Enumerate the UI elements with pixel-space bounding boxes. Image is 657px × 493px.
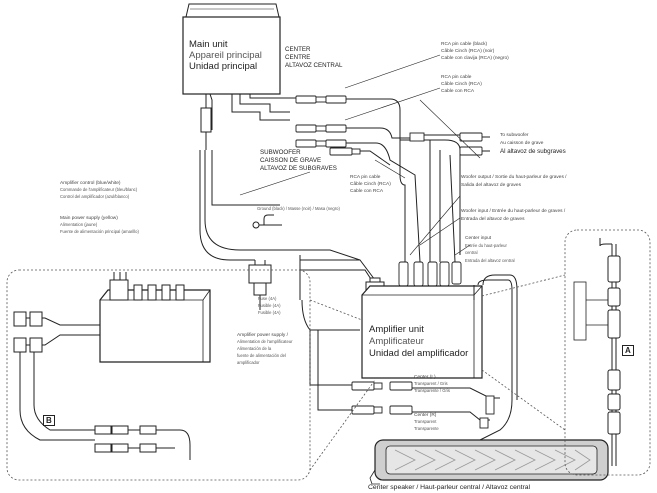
ground-label: Ground (black) / Masse (noir) / Masa (ne…: [257, 206, 340, 211]
main-unit-cables: [199, 93, 361, 261]
rca-cable-label-es: Cable con RCA: [441, 89, 475, 94]
amp-control-label-3: Control del amplificador (azul/blanco): [60, 194, 130, 199]
amp-power-label-2: Alimentation de l'amplificateur: [237, 339, 293, 344]
amp-unit-label-fr: Amplificateur: [369, 336, 424, 347]
rca-mid-label-fr: Câble Cinch (RCA): [350, 182, 391, 187]
center-input-label-4: Entrada del altavoz central: [465, 258, 515, 263]
fuse-label-2: Fusible (4A): [258, 303, 281, 308]
center-label-es: ALTAVOZ CENTRAL: [285, 62, 343, 69]
center-label-en: CENTER: [285, 46, 311, 53]
amp-power-label-1: Amplifier power supply /: [237, 333, 288, 338]
rca-cables: [346, 98, 470, 263]
rca-black-label-en: RCA pin cable (black): [441, 42, 488, 47]
amp-control-label-1: Amplifier control (blue/white): [60, 181, 121, 186]
amp-power-label-3: Alimentación de la: [237, 346, 272, 351]
fuse-label-1: Fuse (4A): [258, 296, 277, 301]
detail-a: [564, 229, 651, 476]
woofer-input-label-2: Entrada del altavoz de graves: [461, 217, 525, 222]
center-speaker-caption: Center speaker / Haut-parleur central / …: [368, 484, 531, 491]
main-power-label-3: Fuente de alimentación principal (amaril…: [60, 229, 139, 234]
center-r-label-1: Center (R): [414, 413, 437, 418]
rca-cable-label-fr: Câble Cinch (RCA): [441, 82, 482, 87]
subwoofer-label-en: SUBWOOFER: [260, 149, 301, 156]
rca-black-label-fr: Câble Cinch (RCA) (noir): [441, 49, 495, 54]
to-subwoofer-label-es: Al altavoz de subgraves: [500, 148, 566, 155]
center-r-label-2: Transparent: [414, 419, 437, 424]
fuse-holder: [248, 260, 272, 310]
center-input-label-1: Center input: [465, 236, 492, 241]
amp-power-label-4: fuente de alimentación del: [237, 353, 286, 358]
main-unit-label-en: Main unit: [189, 39, 228, 50]
amp-power-label-5: amplificador: [237, 360, 260, 365]
center-l-label-1: Center (L): [414, 375, 436, 380]
center-l-label-3: Transparente / Gris: [414, 388, 450, 393]
amp-control-label-2: Commande de l'amplificateur (bleu/blanc): [60, 187, 138, 192]
subwoofer-label-es: ALTAVOZ DE SUBGRAVES: [260, 165, 337, 172]
pointer-lines: [239, 54, 481, 256]
to-subwoofer-label-fr: Au caisson de grave: [500, 141, 544, 146]
main-unit-label-fr: Appareil principal: [189, 50, 262, 61]
main-power-label-2: Alimentation (jaune): [60, 222, 98, 227]
detail-a-label: A: [622, 345, 634, 356]
center-input-label-2: Entrée du haut-parleur: [465, 243, 507, 248]
center-l-label-2: Transparent / Gris: [414, 381, 448, 386]
center-connectors: [351, 381, 495, 429]
rca-cable-label-en: RCA pin cable: [441, 75, 472, 80]
center-speaker: [369, 439, 609, 485]
amp-rca-plugs: [398, 261, 462, 287]
main-unit-box: [182, 3, 281, 95]
amp-unit-label-es: Unidad del amplificador: [369, 348, 469, 359]
rca-mid-label-es: Cable con RCA: [350, 189, 384, 194]
detail-b-label: B: [43, 415, 55, 426]
rca-connectors-main: [295, 95, 361, 156]
fuse-label-3: Fusible (4A): [258, 310, 281, 315]
main-power-label-1: Main power supply (yellow): [60, 216, 118, 221]
detail-b: [6, 269, 311, 481]
to-subwoofer-label-en: To subwoofer: [500, 133, 529, 138]
center-label-fr: CENTRE: [285, 54, 311, 61]
subwoofer-label-fr: CAISSON DE GRAVE: [260, 157, 322, 164]
subwoofer-connectors: [409, 132, 490, 156]
woofer-output-label-1: Woofer output / Sortie du haut-parleur d…: [461, 175, 567, 180]
center-r-label-3: Transparente: [414, 426, 439, 431]
detail-b-pointer: [309, 299, 376, 471]
woofer-input-label-1: Woofer input / Entrée du haut-parleur de…: [461, 209, 566, 214]
woofer-output-label-2: Salida del altavoz de graves: [461, 183, 521, 188]
rca-black-label-es: Cable con clavija (RCA) (negro): [441, 56, 509, 61]
ground-terminal: [252, 204, 282, 229]
amp-unit-label-en: Amplifier unit: [369, 324, 424, 335]
rca-mid-label-en: RCA pin cable: [350, 175, 381, 180]
center-input-label-3: central: [465, 250, 478, 255]
main-unit-label-es: Unidad principal: [189, 61, 258, 72]
detail-a-pointer: [481, 274, 566, 431]
